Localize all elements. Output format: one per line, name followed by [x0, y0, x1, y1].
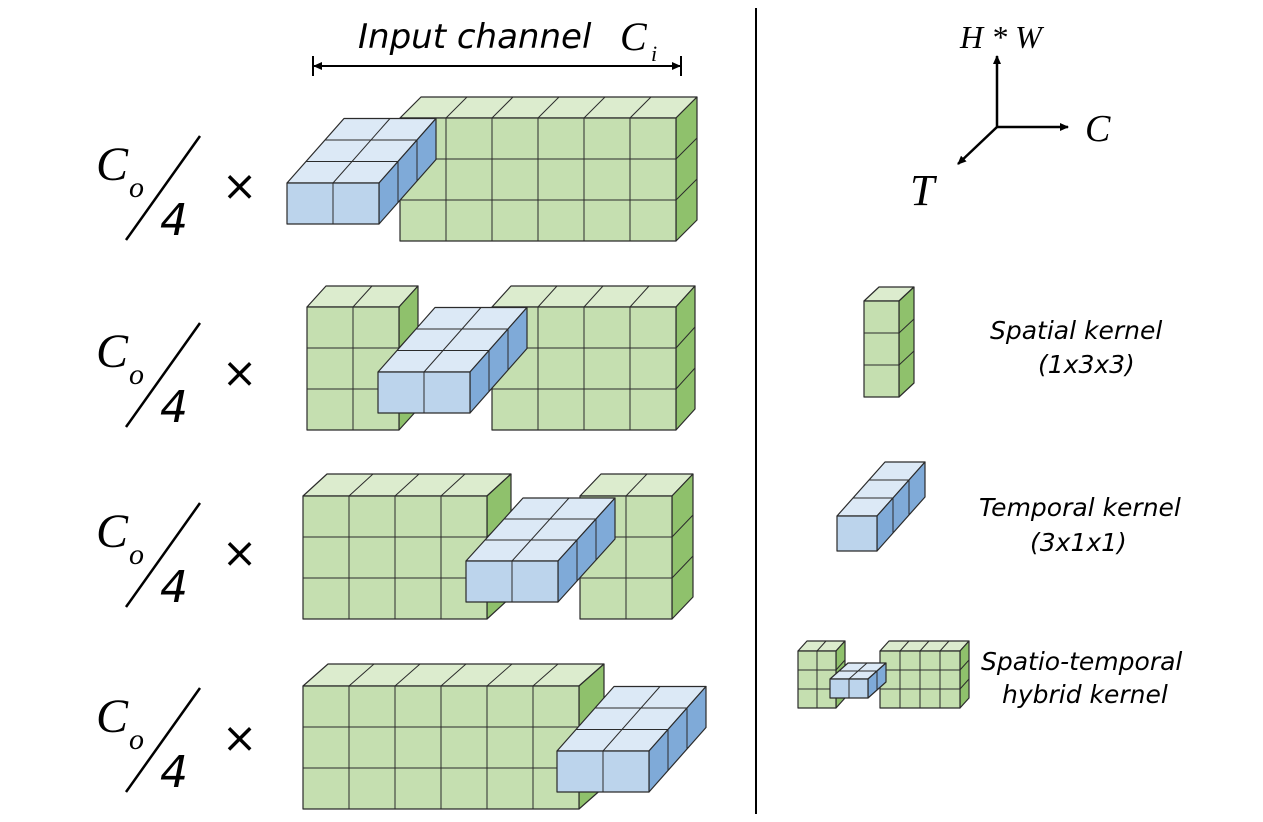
row-3-numerator: C — [96, 505, 129, 558]
input-channel-label: Input channel — [358, 17, 592, 57]
row-1-times-sign: × — [222, 161, 257, 210]
kernel-blocks — [286, 96, 970, 810]
row3-temporal-block — [465, 497, 616, 603]
legend-temporal-kernel-icon — [836, 461, 926, 552]
row1-temporal-block — [286, 117, 437, 225]
row-4-denominator: 4 — [160, 747, 188, 798]
legend-hybrid-line2: hybrid kernel — [1002, 680, 1168, 709]
row-1-denominator: 4 — [160, 195, 188, 246]
row-4-subscript: o — [129, 723, 144, 756]
legend-hybrid-right-icon — [879, 640, 970, 709]
axis-hw-label: H * W — [959, 19, 1045, 55]
row-1-fraction-slash — [124, 135, 202, 241]
ci-symbol: C i — [620, 14, 657, 66]
svg-text:i: i — [651, 41, 657, 66]
legend-spatial-dims: (1x3x3) — [1038, 350, 1135, 379]
row2-spatial-block-right — [491, 285, 696, 431]
row-4-fraction-slash — [124, 687, 202, 793]
row-4-times-sign: × — [222, 713, 257, 762]
row-3-fraction-slash — [124, 502, 202, 608]
row-2-denominator: 4 — [160, 382, 188, 433]
row-2-numerator: C — [96, 325, 129, 378]
row-2-fraction-slash — [124, 322, 202, 428]
row2-temporal-block — [377, 306, 528, 414]
row1-spatial-block — [399, 96, 698, 242]
row-2-times-sign: × — [222, 348, 257, 397]
axis-c-label: C — [1085, 108, 1111, 150]
row-1-numerator: C — [96, 138, 129, 191]
row-4-numerator: C — [96, 690, 129, 743]
row-2-subscript: o — [129, 358, 144, 391]
row-3-times-sign: × — [222, 528, 257, 577]
row4-temporal-block — [556, 685, 707, 793]
legend-hybrid-temporal-icon — [829, 662, 887, 699]
axis-diagonal-arrow — [957, 126, 998, 165]
legend-spatial-name: Spatial kernel — [990, 316, 1162, 345]
axis-t-label: T — [910, 166, 938, 215]
row-3-denominator: 4 — [160, 562, 188, 613]
legend-temporal-dims: (3x1x1) — [1030, 528, 1127, 557]
legend-temporal-name: Temporal kernel — [979, 493, 1181, 522]
row-3-subscript: o — [129, 538, 144, 571]
svg-text:C: C — [620, 14, 648, 59]
legend-spatial-kernel-icon — [863, 286, 915, 398]
axes-indicator: H * W C T — [910, 19, 1111, 215]
row-1-subscript: o — [129, 171, 144, 204]
legend-hybrid-line1: Spatio-temporal — [981, 647, 1182, 676]
